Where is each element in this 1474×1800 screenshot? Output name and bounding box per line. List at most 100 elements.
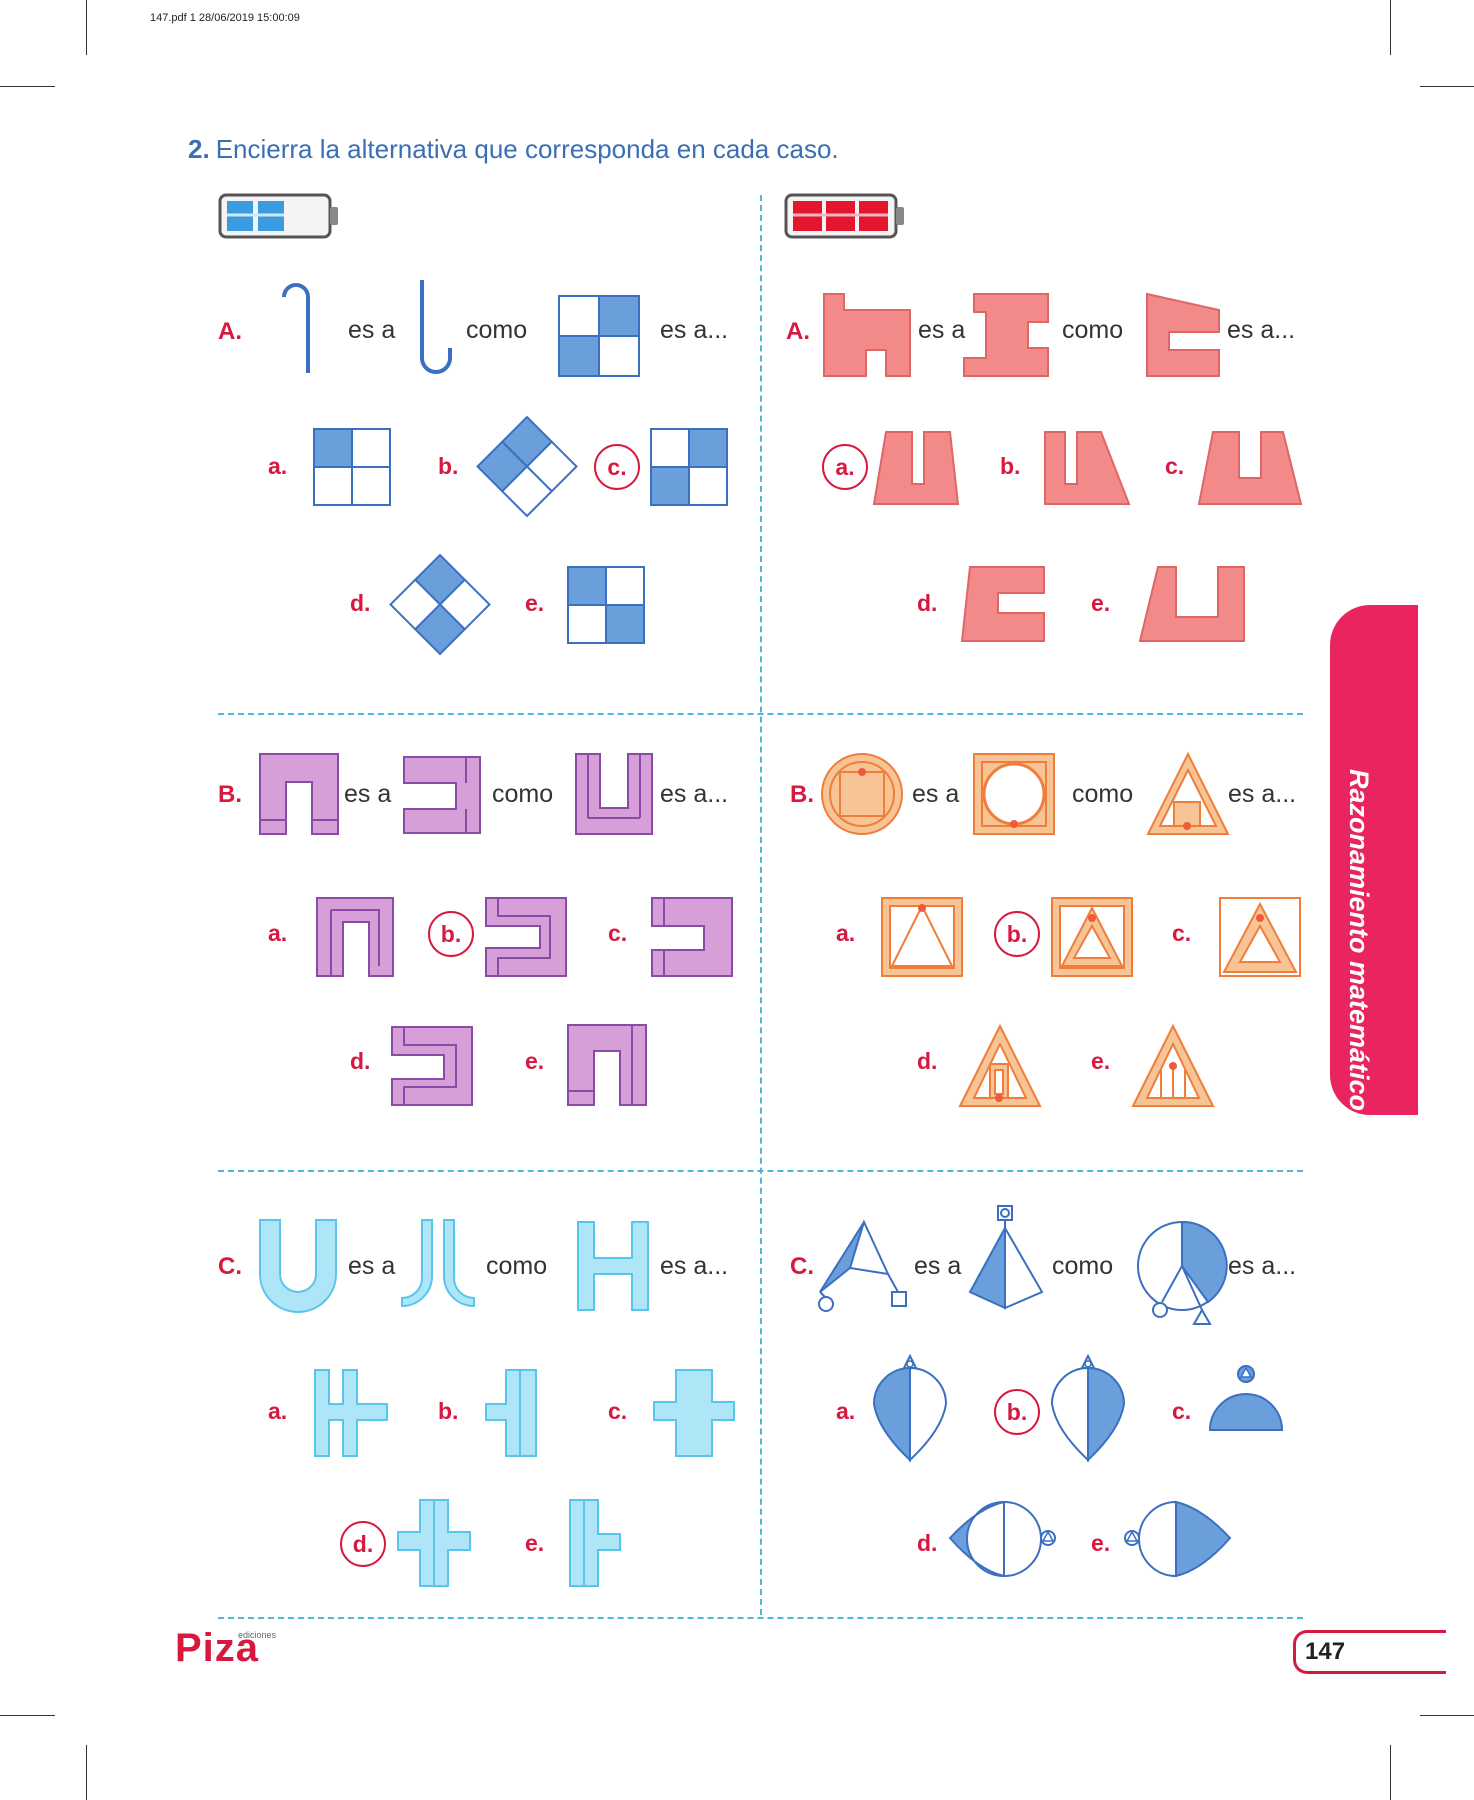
word-como: como (1052, 1252, 1114, 1280)
page-number: 147 (1305, 1638, 1346, 1665)
word-es-a-dots: es a... (1228, 780, 1297, 808)
option-label[interactable]: e. (1091, 1530, 1111, 1556)
option-label[interactable]: e. (525, 1048, 545, 1074)
word-es-a: es a (348, 1252, 396, 1280)
option-label-circled[interactable]: b. (994, 1389, 1040, 1435)
crop-mark (1390, 0, 1391, 55)
option-label[interactable]: c. (608, 1398, 628, 1424)
option-a-figure[interactable] (872, 430, 962, 506)
crop-mark (1420, 86, 1474, 87)
orange-figure (973, 753, 1055, 835)
option-c-figure[interactable] (652, 1368, 736, 1458)
word-como: como (492, 780, 554, 808)
option-label[interactable]: a. (268, 453, 288, 479)
option-b-figure[interactable] (1050, 896, 1134, 978)
option-e-figure[interactable] (1138, 565, 1248, 643)
option-label[interactable]: d. (350, 1048, 371, 1074)
option-label[interactable]: c. (1172, 1398, 1192, 1424)
option-label[interactable]: e. (1091, 590, 1111, 616)
option-label[interactable]: b. (438, 1398, 459, 1424)
option-c-figure[interactable] (1218, 896, 1302, 978)
option-a-figure[interactable] (315, 896, 395, 978)
option-b-figure[interactable] (484, 1368, 540, 1458)
option-label[interactable]: e. (525, 1530, 545, 1556)
option-d-figure[interactable] (390, 1025, 474, 1107)
option-d-figure[interactable] (388, 553, 492, 657)
option-a-figure[interactable] (313, 1368, 389, 1458)
option-label[interactable]: d. (917, 1530, 938, 1556)
publisher-logo: Piza (175, 1626, 260, 1670)
option-d-figure[interactable] (960, 565, 1046, 643)
row-divider (218, 1617, 1303, 1619)
option-a-figure[interactable] (313, 428, 393, 508)
word-es-a: es a (912, 780, 960, 808)
option-label[interactable]: c. (608, 920, 628, 946)
option-a-figure[interactable] (880, 896, 964, 978)
option-label[interactable]: a. (836, 1398, 856, 1424)
option-d-figure[interactable] (396, 1498, 472, 1588)
orange-figure (1146, 751, 1230, 835)
crop-mark (1420, 1715, 1474, 1716)
option-c-figure[interactable] (650, 428, 730, 508)
file-info: 147.pdf 1 28/06/2019 15:00:09 (150, 12, 300, 24)
option-b-figure[interactable] (1050, 1352, 1126, 1463)
option-e-figure[interactable] (566, 1023, 648, 1107)
word-es-a: es a (348, 316, 396, 344)
cyan-figure (577, 1221, 649, 1311)
option-label[interactable]: a. (268, 1398, 288, 1424)
word-como: como (466, 316, 528, 344)
option-d-figure[interactable] (958, 1023, 1042, 1108)
problem-label: B. (218, 781, 242, 808)
problem-label: C. (790, 1253, 814, 1280)
blue-figure (818, 1219, 907, 1312)
option-label[interactable]: a. (836, 920, 856, 946)
option-label-circled[interactable]: b. (428, 911, 474, 957)
option-b-figure[interactable] (1043, 430, 1133, 506)
option-b-figure[interactable] (484, 896, 568, 978)
option-c-figure[interactable] (1197, 430, 1303, 506)
option-b-figure[interactable] (475, 415, 579, 519)
option-e-figure[interactable] (1131, 1023, 1215, 1108)
option-label[interactable]: a. (268, 920, 288, 946)
purple-figure (403, 756, 481, 834)
option-label[interactable]: d. (350, 590, 371, 616)
option-label[interactable]: b. (1000, 453, 1021, 479)
blue-figure (1137, 1220, 1228, 1325)
pink-figure (1146, 292, 1220, 377)
instruction-text: Encierra la alternativa que corresponda … (215, 134, 839, 164)
option-label[interactable]: c. (1165, 453, 1185, 479)
option-label[interactable]: b. (438, 453, 459, 479)
option-label[interactable]: c. (1172, 920, 1192, 946)
word-como: como (1072, 780, 1134, 808)
option-e-figure[interactable] (1122, 1500, 1232, 1580)
word-es-a: es a (344, 780, 392, 808)
word-es-a-dots: es a... (660, 316, 729, 344)
section-side-tab (1330, 605, 1418, 1115)
orange-figure (821, 753, 903, 835)
option-label-circled[interactable]: c. (594, 444, 640, 490)
option-a-figure[interactable] (872, 1352, 948, 1463)
option-c-figure[interactable] (650, 896, 734, 978)
option-label[interactable]: d. (917, 590, 938, 616)
option-e-figure[interactable] (567, 566, 647, 646)
instruction: 2.Encierra la alternativa que correspond… (188, 134, 839, 165)
option-label-circled[interactable]: a. (822, 444, 868, 490)
option-label[interactable]: e. (1091, 1048, 1111, 1074)
option-e-figure[interactable] (568, 1498, 624, 1588)
problem-label: A. (786, 318, 810, 345)
hook-figure (282, 283, 310, 373)
option-label[interactable]: d. (917, 1048, 938, 1074)
crop-mark (0, 1715, 55, 1716)
row-divider (218, 713, 1303, 715)
option-c-figure[interactable] (1208, 1362, 1284, 1434)
option-label-circled[interactable]: d. (340, 1521, 386, 1567)
battery-level-2-icon (218, 193, 338, 239)
option-d-figure[interactable] (948, 1500, 1058, 1580)
option-label-circled[interactable]: b. (994, 911, 1040, 957)
purple-figure (259, 753, 339, 835)
crop-mark (86, 1745, 87, 1800)
page-number-box (1293, 1630, 1446, 1674)
option-label[interactable]: e. (525, 590, 545, 616)
word-como: como (1062, 316, 1124, 344)
pink-figure (963, 293, 1049, 377)
